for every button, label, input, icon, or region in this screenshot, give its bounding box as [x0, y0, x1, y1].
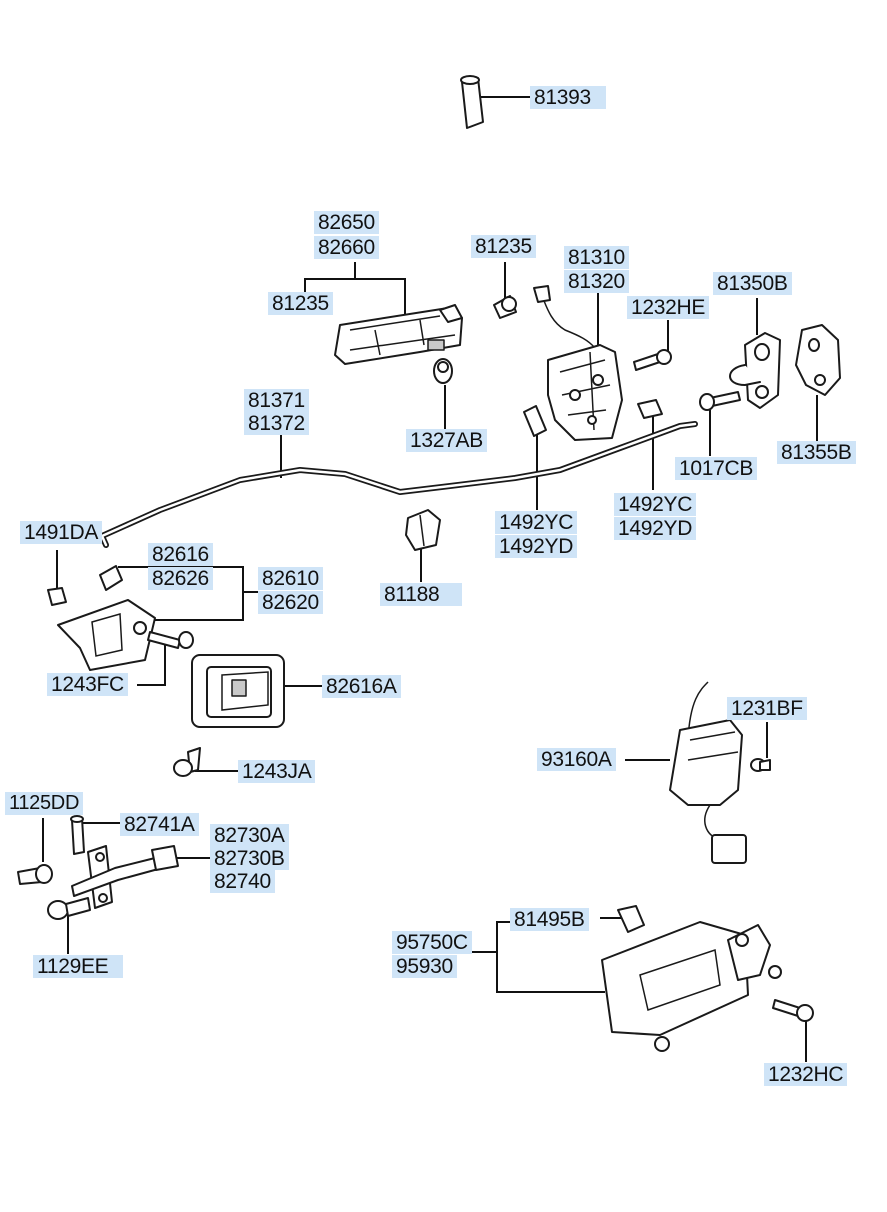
label-93160a: 93160A — [537, 748, 616, 771]
label-82620: 82620 — [258, 591, 323, 614]
pin-81393-drawing — [460, 75, 484, 129]
label-1129ee: 1129EE — [33, 955, 123, 978]
nut-1327ab-drawing — [433, 358, 453, 384]
door-checker-drawing — [71, 845, 179, 909]
screw-1231bf-drawing — [750, 758, 771, 772]
label-81371: 81371 — [244, 389, 309, 412]
outside-handle-drawing — [334, 304, 463, 365]
bolt-1125dd-drawing — [17, 864, 53, 885]
label-82626: 82626 — [148, 567, 213, 590]
label-1327ab: 1327AB — [406, 429, 487, 452]
label-1125dd: 1125DD — [5, 792, 84, 815]
screw-1243ja-drawing — [173, 747, 201, 777]
label-1492yd-right: 1492YD — [614, 517, 697, 540]
label-1017cb: 1017CB — [675, 457, 758, 480]
label-81393: 81393 — [530, 86, 606, 109]
label-1231bf: 1231BF — [727, 697, 807, 720]
screw-1232hc-drawing — [772, 999, 814, 1022]
clip-81188-drawing — [405, 509, 441, 551]
label-81320: 81320 — [564, 270, 629, 293]
clip-1492-right-drawing — [637, 399, 663, 419]
shim-81355b-drawing — [795, 324, 841, 396]
label-82616a: 82616A — [322, 675, 401, 698]
label-81372: 81372 — [244, 412, 309, 435]
label-82741a: 82741A — [120, 813, 199, 836]
label-81235-top: 81235 — [471, 235, 536, 258]
label-1232hc: 1232HC — [764, 1063, 848, 1086]
clip-81495b-drawing — [617, 905, 645, 933]
label-82660: 82660 — [314, 236, 379, 259]
bolt-1129ee-drawing — [47, 897, 91, 920]
screw-1232he-drawing — [633, 349, 672, 371]
label-95930: 95930 — [392, 955, 457, 978]
label-1491da: 1491DA — [20, 521, 103, 544]
label-82610: 82610 — [258, 567, 323, 590]
switch-93160a-drawing — [669, 681, 747, 864]
label-95750c: 95750C — [392, 931, 472, 954]
label-1243ja: 1243JA — [238, 760, 316, 783]
label-81188: 81188 — [380, 583, 462, 606]
label-1492yc-mid: 1492YC — [495, 511, 578, 534]
label-82650: 82650 — [314, 211, 379, 234]
handle-bezel-drawing — [191, 654, 285, 728]
label-1492yc-right: 1492YC — [614, 493, 697, 516]
label-82730a: 82730A — [210, 824, 289, 847]
control-module-drawing — [601, 921, 782, 1052]
label-82616: 82616 — [148, 543, 213, 566]
label-81310: 81310 — [564, 246, 629, 269]
inside-handle-lever-drawing — [57, 599, 156, 671]
clip-82616-drawing — [99, 565, 123, 591]
striker-81350b-drawing — [729, 332, 781, 409]
clip-1491da-drawing — [47, 587, 67, 606]
label-82740: 82740 — [210, 870, 275, 893]
screw-1243fc-drawing — [147, 631, 194, 649]
clip-1492-mid-drawing — [523, 405, 547, 437]
screw-1017cb-drawing — [699, 391, 741, 411]
label-81495b: 81495B — [510, 908, 589, 931]
label-1232he: 1232HE — [627, 296, 710, 319]
label-81350b: 81350B — [713, 272, 792, 295]
leader-lines — [42, 96, 818, 1062]
rod-81371-drawing — [99, 421, 698, 548]
label-81235-left: 81235 — [268, 292, 333, 315]
clip-81235-drawing — [493, 295, 517, 319]
label-1492yd-mid: 1492YD — [495, 535, 578, 558]
pin-82741a-drawing — [70, 815, 85, 855]
label-81355b: 81355B — [777, 441, 856, 464]
label-1243fc: 1243FC — [47, 673, 128, 696]
door-latch-drawing — [533, 285, 623, 441]
label-82730b: 82730B — [210, 847, 289, 870]
